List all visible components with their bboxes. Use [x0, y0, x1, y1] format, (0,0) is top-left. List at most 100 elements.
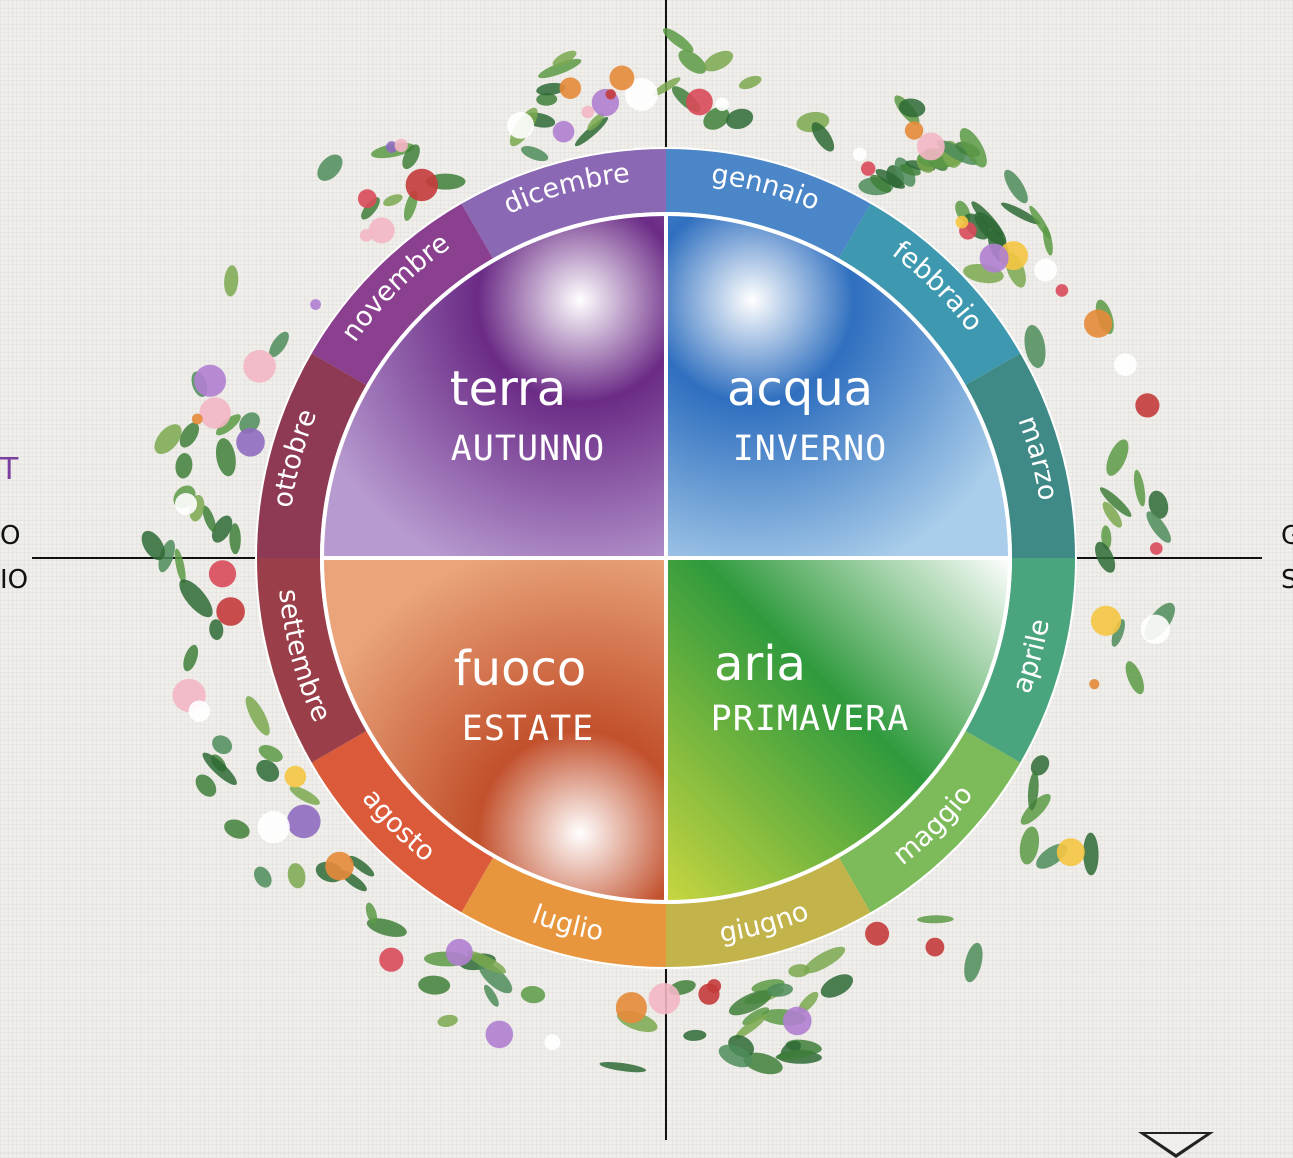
leaf-decoration [1102, 501, 1122, 528]
leaf-decoration [211, 515, 233, 543]
leaf-decoration [1095, 541, 1116, 573]
flower-decoration [861, 161, 876, 176]
leaf-decoration [175, 453, 193, 479]
flower-decoration [581, 105, 595, 119]
leaf-decoration [209, 619, 224, 640]
flower-decoration [715, 97, 729, 112]
flower-decoration [310, 299, 321, 310]
flower-decoration [1140, 614, 1171, 644]
flower-decoration [686, 88, 713, 116]
leaf-decoration [483, 984, 499, 1007]
month-segment-giugno [666, 857, 871, 968]
acqua-quadrant [666, 214, 1010, 558]
flower-decoration [287, 804, 321, 839]
leaf-decoration [898, 98, 926, 118]
leaf-decoration [538, 58, 582, 79]
inverno-season-label: INVERNO [733, 429, 888, 469]
leaf-decoration [215, 414, 241, 436]
flower-decoration [405, 168, 438, 202]
flower-decoration [191, 413, 203, 425]
flower-decoration [1150, 542, 1163, 555]
leaf-decoration [964, 942, 983, 983]
leaf-decoration [224, 265, 239, 297]
right-edge-text-1: G [1281, 521, 1293, 551]
estate-season-label: ESTATE [462, 709, 594, 749]
leaf-decoration [202, 752, 237, 785]
flower-decoration [385, 141, 398, 153]
leaf-decoration [229, 523, 241, 555]
leaf-decoration [728, 990, 772, 1016]
flower-decoration [979, 243, 1009, 273]
flower-decoration [257, 811, 290, 844]
inner-circle [320, 212, 1012, 904]
flower-decoration [236, 428, 265, 457]
flower-decoration [544, 1034, 561, 1051]
leaf-decoration [366, 918, 407, 937]
flower-decoration [1056, 838, 1085, 867]
flower-decoration [368, 217, 395, 244]
leaf-decoration [742, 1007, 770, 1026]
month-segment-settembre [256, 558, 367, 763]
leaf-decoration [703, 50, 734, 72]
flower-decoration [865, 921, 890, 946]
leaf-decoration [478, 962, 513, 994]
flower-decoration [394, 138, 408, 153]
leaf-decoration [141, 530, 165, 561]
flower-decoration [325, 851, 354, 881]
leaf-decoration [1148, 490, 1169, 519]
flower-decoration [360, 229, 373, 242]
leaf-decoration [1111, 619, 1125, 647]
leaf-decoration [1004, 169, 1028, 204]
leaf-decoration [202, 505, 216, 533]
leaf-decoration [1125, 661, 1144, 695]
leaf-decoration [287, 863, 306, 889]
leaf-decoration [418, 975, 451, 995]
month-segment-agosto [310, 731, 493, 914]
flower-decoration [1114, 353, 1137, 377]
month-segment-aprile [965, 558, 1076, 763]
flower-decoration [615, 992, 648, 1024]
leaf-decoration [258, 745, 283, 762]
flower-decoration [1135, 393, 1160, 418]
leaf-decoration [1083, 832, 1099, 876]
leaf-decoration [1019, 826, 1040, 865]
leaf-decoration [536, 93, 558, 106]
leaf-decoration [239, 412, 260, 434]
leaf-decoration [1099, 487, 1132, 517]
flower-decoration [648, 983, 681, 1015]
flower-decoration [357, 189, 377, 209]
flower-decoration [243, 350, 276, 383]
flower-decoration [917, 132, 945, 161]
primavera-season-label: PRIMAVERA [711, 699, 910, 739]
flower-decoration [1034, 258, 1057, 282]
fuoco-element-label: fuoco [454, 641, 586, 697]
leaf-decoration [383, 194, 403, 207]
month-segment-gennaio [666, 148, 871, 259]
leaf-decoration [718, 1044, 753, 1068]
flower-decoration [216, 597, 245, 626]
leaf-decoration [215, 438, 236, 477]
leaf-decoration [811, 122, 835, 152]
flower-decoration [485, 1020, 514, 1049]
leaf-decoration [365, 902, 378, 925]
month-segment-novembre [310, 202, 493, 385]
flower-decoration [1090, 605, 1122, 636]
leaf-decoration [766, 983, 794, 997]
leaf-decoration [1146, 511, 1171, 543]
leaf-decoration [917, 915, 954, 924]
leaf-decoration [788, 964, 810, 978]
flower-decoration [284, 765, 307, 788]
leaf-decoration [437, 1014, 458, 1027]
flower-decoration [1089, 679, 1100, 690]
leaf-decoration [466, 951, 507, 974]
flower-decoration [783, 1006, 812, 1036]
leaf-decoration [174, 548, 186, 584]
left-edge-text-2: IO [0, 565, 29, 595]
month-segment-marzo [965, 353, 1076, 558]
leaf-decoration [1020, 793, 1051, 825]
leaf-decoration [245, 696, 270, 736]
leaf-decoration [803, 946, 846, 974]
flower-decoration [852, 147, 867, 162]
leaf-decoration [1042, 226, 1053, 256]
